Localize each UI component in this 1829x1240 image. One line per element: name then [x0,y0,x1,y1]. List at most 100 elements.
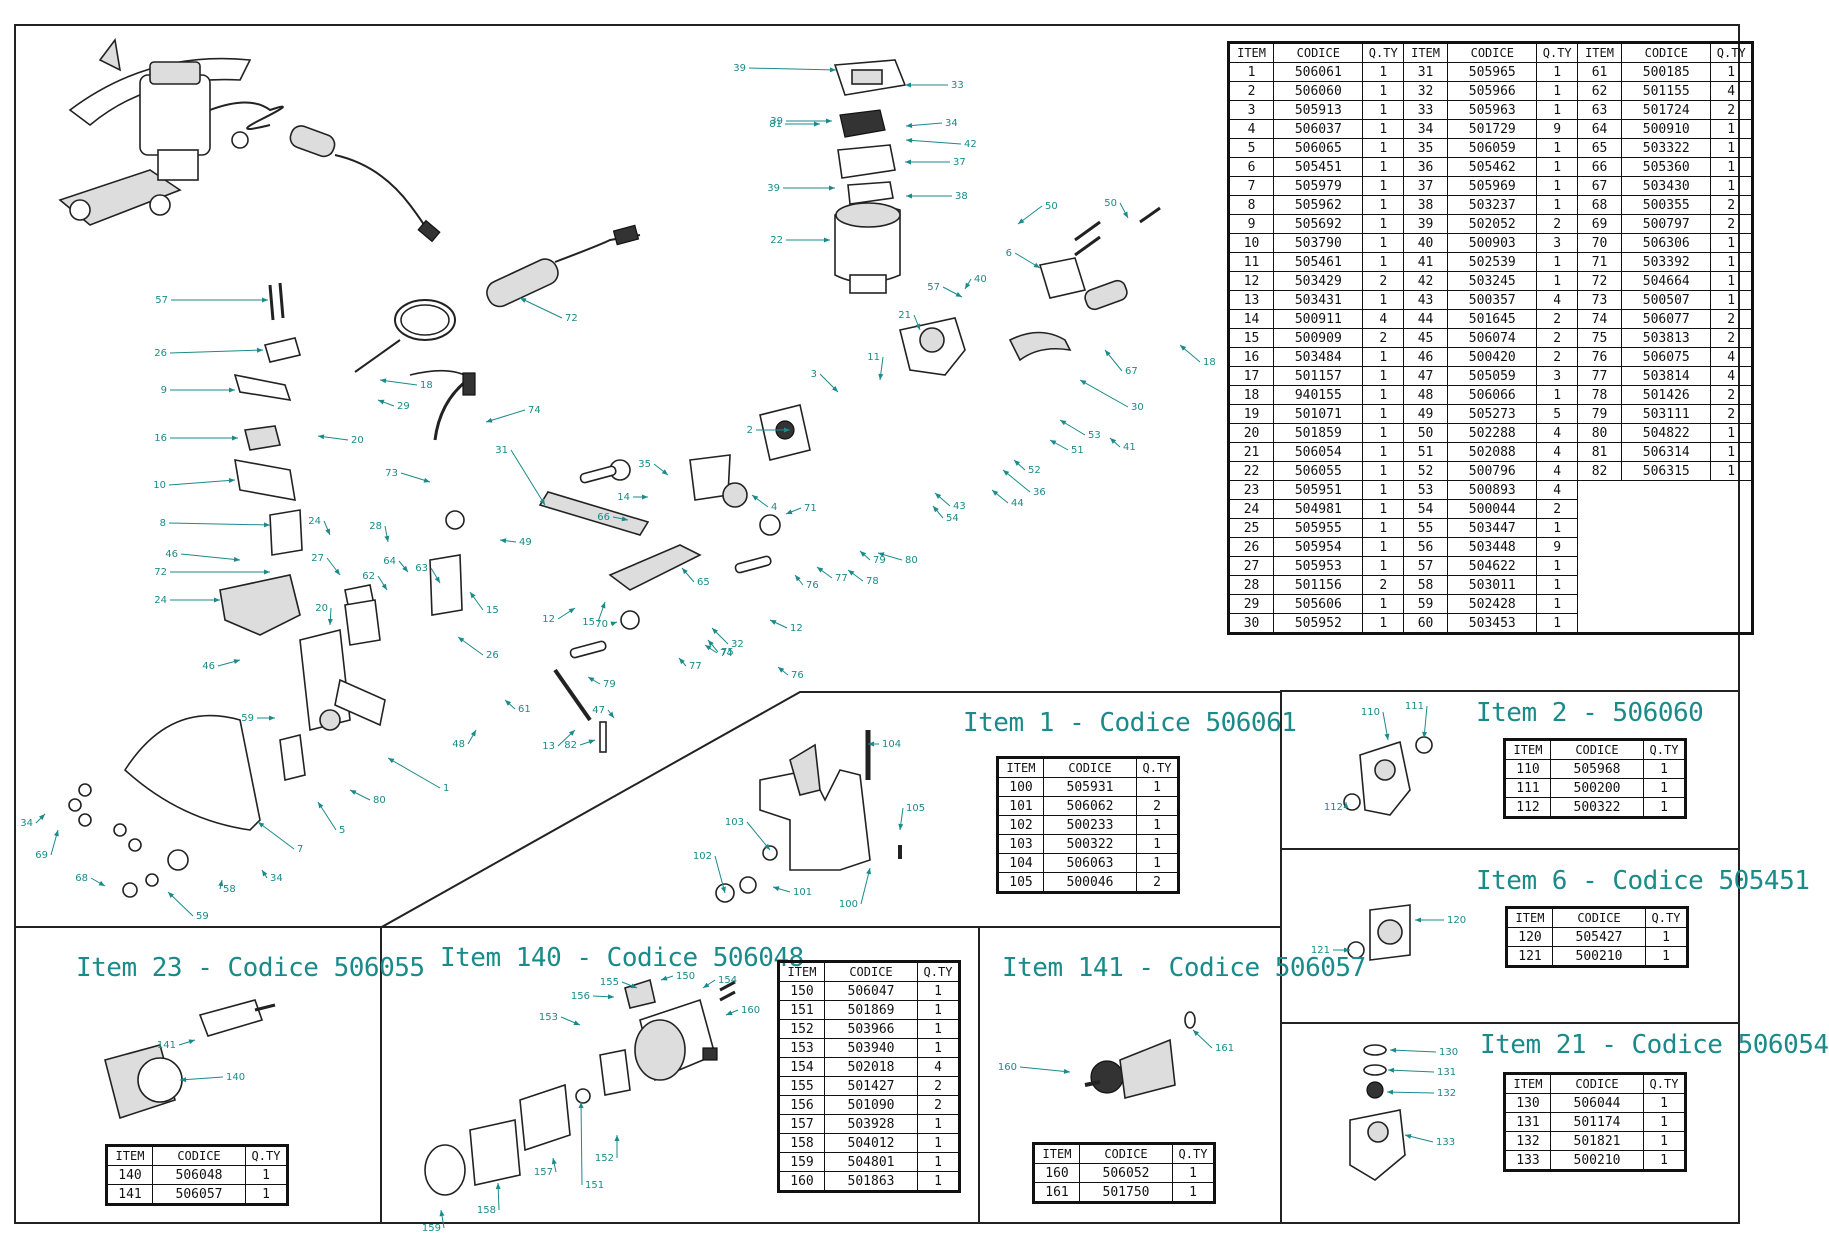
leader-line [519,297,563,319]
item-cell: 37 [1402,176,1449,196]
codice-cell: 500911 [1273,309,1364,329]
callout: 151 [578,1101,604,1191]
codice-cell: 505963 [1447,100,1538,120]
item-cell: 51 [1402,442,1449,462]
empty-cell [1711,500,1753,519]
codice-cell: 505692 [1273,214,1364,234]
qty-cell: 2 [1536,328,1578,348]
item-cell: 70 [1576,233,1623,253]
callout: 12 [769,619,803,634]
callout-label: 41 [1123,442,1136,453]
arrowhead [350,790,357,795]
item-cell: 2 [1227,81,1275,101]
arrowhead [378,399,385,405]
qty-cell: 1 [1362,404,1404,424]
arrowhead [778,667,785,673]
callout: 66 [597,512,629,523]
callout-label: 100 [839,899,858,910]
arrowhead [784,427,790,433]
qty-cell: 1 [1136,853,1179,873]
callout-label: 157 [534,1167,553,1178]
codice-cell: 506059 [1447,138,1538,158]
callout-label: 18 [1203,357,1216,368]
callout: 159 [422,1209,445,1234]
item-cell: 24 [1227,499,1275,519]
column-header: ITEM [1504,1073,1551,1094]
item-cell: 159 [778,1152,825,1172]
item-cell: 28 [1227,575,1275,595]
callout-label: 133 [1436,1137,1455,1148]
callout: 53 [1059,419,1101,441]
empty-cell [1711,576,1753,595]
callout-label: 141 [157,1040,176,1051]
callout-label: 51 [1071,445,1084,456]
arrowhead [860,551,867,557]
callout-label: 57 [927,282,940,293]
codice-cell: 500796 [1447,461,1538,481]
item-cell: 80 [1576,423,1623,443]
item-cell: 5 [1227,138,1275,158]
callout-label: 20 [351,435,364,446]
qty-cell: 1 [917,1114,960,1134]
callout: 15 [582,601,606,628]
callout-label: 13 [542,741,555,752]
column-header: Q.TY [1645,907,1688,928]
callout: 32 [711,627,744,650]
callout: 38 [906,191,968,202]
callout-label: 46 [202,661,215,672]
item21-title: Item 21 - Codice 506054 [1480,1030,1829,1060]
callout: 24 [154,595,220,606]
item-cell: 3 [1227,100,1275,120]
codice-cell: 501729 [1447,119,1538,139]
item-cell: 45 [1402,328,1449,348]
callout-label: 36 [1033,487,1046,498]
callout: 67 [1104,349,1138,377]
qty-cell: 1 [1362,233,1404,253]
qty-cell: 1 [1643,797,1686,818]
item-cell: 151 [778,1000,825,1020]
callout: 59 [241,713,275,724]
leader-line [510,449,546,506]
callout: 75 [707,639,734,658]
leader-line [169,349,264,354]
arrowhead [232,435,238,441]
qty-cell: 1 [1362,480,1404,500]
callout: 70 [595,619,618,630]
arrowhead [384,535,390,542]
callout: 14 [617,492,648,503]
leader-line [746,821,771,851]
arrowhead [262,297,268,303]
codice-cell: 503453 [1447,613,1538,634]
column-header: Q.TY [1136,757,1179,778]
qty-cell: 4 [1362,309,1404,329]
callout: 74 [485,405,541,423]
codice-cell: 503011 [1447,575,1538,595]
callout: 111 [1405,701,1428,739]
callout: 34 [20,813,46,829]
item-cell: 82 [1576,461,1623,481]
empty-cell [1711,538,1753,557]
qty-cell: 1 [1536,138,1578,158]
codice-cell: 505427 [1552,927,1646,947]
qty-cell: 1 [1643,778,1686,798]
item-cell: 21 [1227,442,1275,462]
arrowhead [773,886,780,892]
codice-cell: 505954 [1273,537,1364,557]
arrowhead [53,830,59,837]
callout-label: 105 [906,803,925,814]
callout: 62 [362,571,388,591]
codice-cell: 506077 [1621,309,1712,329]
